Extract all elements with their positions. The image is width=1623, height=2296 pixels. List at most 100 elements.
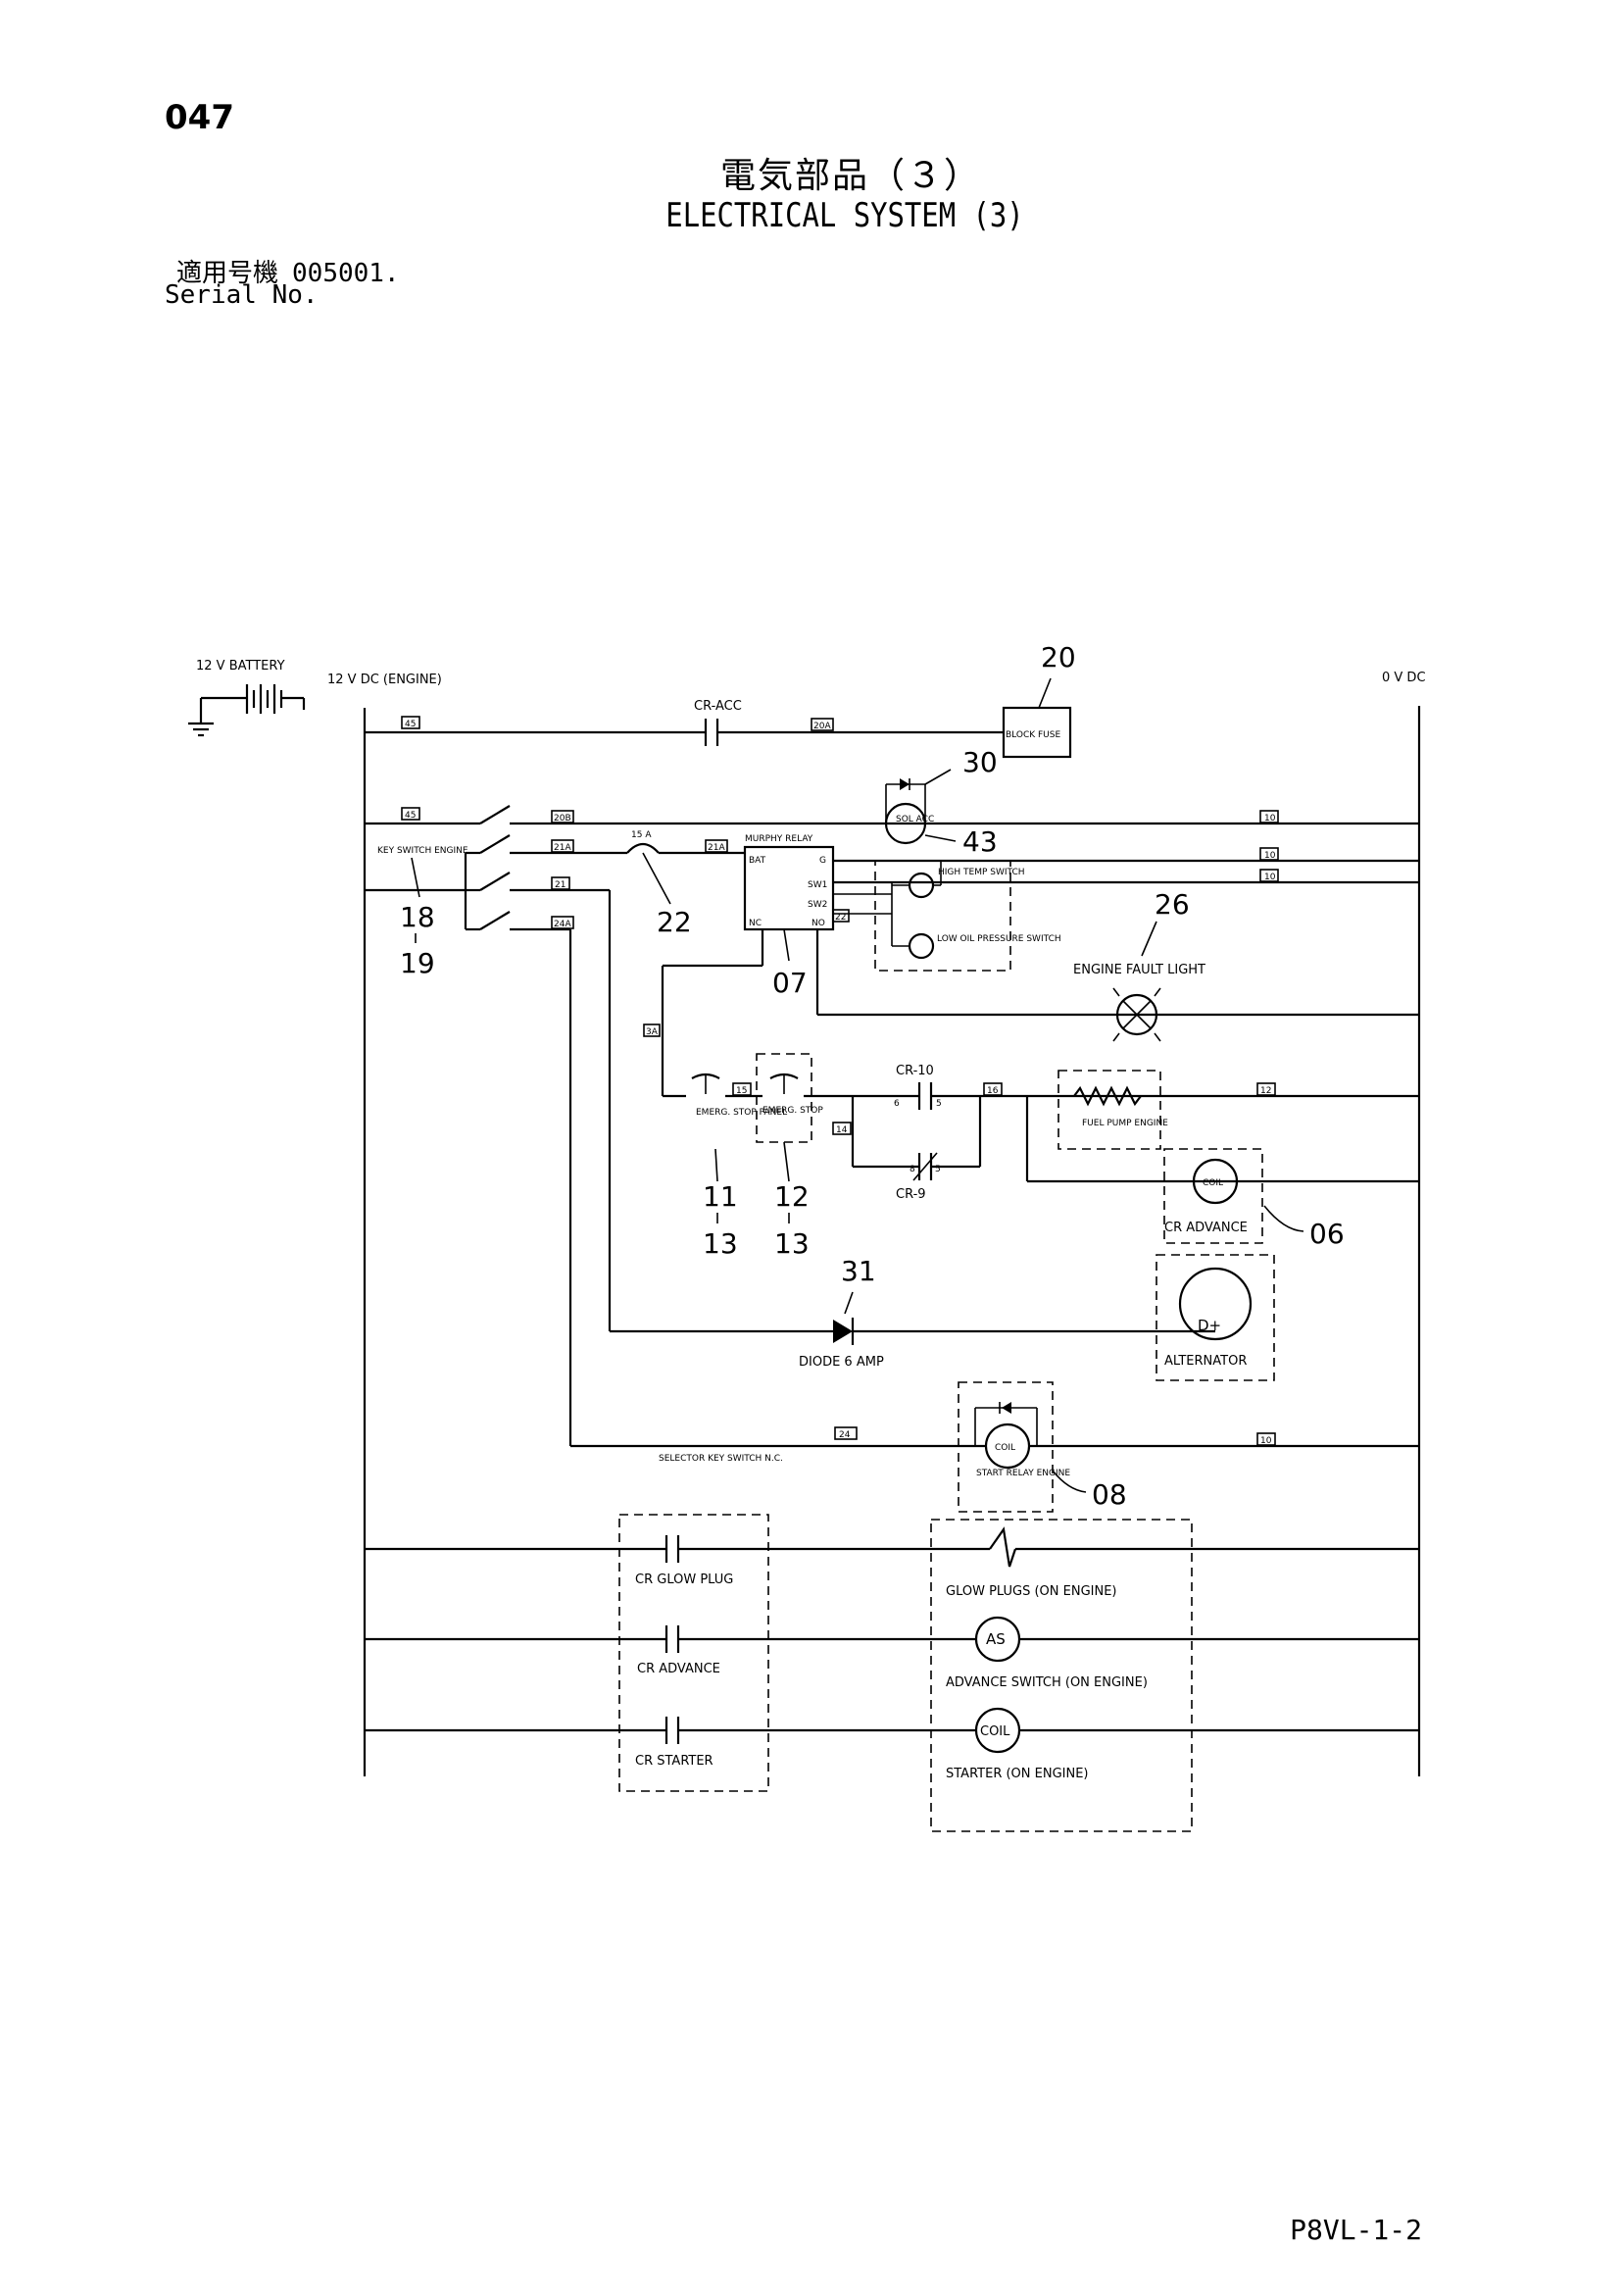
alternator-label: ALTERNATOR: [1164, 1354, 1247, 1369]
wire-tag: 45: [405, 720, 416, 729]
callout-43: 43: [962, 825, 998, 858]
wire-tag: 10: [1264, 814, 1276, 824]
serial-label-english: Serial No.: [165, 280, 319, 310]
starter-label: STARTER (ON ENGINE): [946, 1767, 1089, 1781]
emerg-stop-label: EMERG. STOP: [762, 1106, 823, 1116]
callout-19: 19: [400, 947, 435, 979]
callout-leader-08: [1052, 1470, 1087, 1493]
wire-tag: 20B: [554, 814, 571, 824]
drawing-code: P8VL-1-2: [1290, 2214, 1422, 2246]
serial-label-japanese: 適用号機 005001.: [176, 253, 400, 289]
fuse-15a-label: 15 A: [631, 830, 652, 840]
callout-06: 06: [1309, 1218, 1345, 1250]
glow-plug-icon: [989, 1526, 1017, 1568]
fuel-pump-label: FUEL PUMP ENGINE: [1082, 1119, 1168, 1128]
cr-acc-label: CR-ACC: [694, 699, 742, 714]
fuel-pump-resistor-icon: [1073, 1085, 1142, 1107]
wire-tag: 21A: [708, 843, 725, 853]
cr9-pin-8: 8: [910, 1165, 915, 1174]
supply-label: 12 V DC (ENGINE): [327, 673, 442, 687]
block-fuse: [1002, 706, 1072, 759]
high-temp-label: HIGH TEMP SWITCH: [938, 868, 1025, 877]
callout-31: 31: [841, 1255, 876, 1287]
wire-tag: 22: [835, 913, 846, 923]
battery-symbol: [201, 684, 306, 714]
high-temp-switch: [908, 872, 935, 899]
diode-6amp-icon: [833, 1320, 853, 1343]
callout-07: 07: [772, 967, 808, 999]
wire-tag: 21A: [554, 843, 571, 853]
relay-pin-bat: BAT: [749, 856, 766, 866]
start-relay-coil-label: COIL: [995, 1443, 1015, 1453]
coil-label: COIL: [1203, 1178, 1223, 1188]
cr10-pin-5: 5: [936, 1099, 942, 1109]
serial-number: 005001.: [292, 259, 400, 288]
cr-relays-box: [618, 1514, 769, 1792]
cr-advance-coil-label: CR ADVANCE: [1164, 1221, 1248, 1235]
alternator-box: [1156, 1254, 1275, 1381]
selector-key-switch-label: SELECTOR KEY SWITCH N.C.: [659, 1454, 783, 1464]
wire-tag: 15: [736, 1086, 747, 1096]
callout-08: 08: [1092, 1478, 1127, 1511]
callout-leader-06: [1263, 1205, 1304, 1232]
wire-tag: 24A: [554, 920, 571, 929]
relay-pin-sw1: SW1: [808, 880, 827, 890]
callout-30: 30: [962, 746, 998, 778]
d-plus-label: D+: [1198, 1317, 1221, 1334]
wire-tag: 14: [836, 1125, 848, 1135]
emerg-stop-panel-label: EMERG. STOP PANEL: [696, 1108, 787, 1118]
fuse-15a: [626, 842, 660, 854]
serial-label-jp-text: 適用号機: [176, 259, 279, 288]
wire-tag: 10: [1264, 851, 1276, 861]
callout-13-a: 13: [703, 1227, 738, 1260]
fuel-pump-box: [1057, 1070, 1161, 1150]
cr10-pin-6: 6: [894, 1099, 900, 1109]
callout-22: 22: [657, 906, 692, 938]
start-relay-label: START RELAY ENGINE: [976, 1469, 1070, 1478]
start-relay-diode-icon: [1002, 1402, 1011, 1414]
advance-switch-symbol: AS: [986, 1630, 1006, 1648]
wire-tag: 20A: [813, 722, 831, 731]
ground-symbol: [188, 698, 214, 737]
cr9-label: CR-9: [896, 1187, 926, 1202]
wire-tag: 12: [1260, 1086, 1271, 1096]
engine-devices-box: [930, 1519, 1193, 1832]
wire-tag: 16: [987, 1086, 999, 1096]
cr-advance-label: CR ADVANCE: [637, 1662, 720, 1676]
key-switch-label: KEY SWITCH ENGINE: [377, 846, 468, 856]
callout-26: 26: [1155, 888, 1190, 921]
emerg-stop-box: [756, 1053, 812, 1143]
battery-label: 12 V BATTERY: [196, 659, 285, 674]
starter-coil-symbol: COIL: [980, 1724, 1010, 1739]
relay-pin-g: G: [819, 856, 826, 866]
cr-glow-plug-label: CR GLOW PLUG: [635, 1572, 733, 1587]
cr-advance-coil: [1192, 1158, 1239, 1205]
cr9-pin-5: 5: [935, 1165, 941, 1174]
wire-tag: 10: [1264, 873, 1276, 882]
sol-diode-icon: [900, 778, 910, 790]
cr-advance-coil-box: [1163, 1148, 1263, 1244]
sol-acc-label: SOL ACC: [896, 815, 934, 824]
page-title-japanese: 電気部品（３）: [719, 156, 981, 196]
page-title-english: ELECTRICAL SYSTEM (3): [665, 196, 1024, 235]
relay-pin-nc: NC: [749, 919, 762, 928]
murphy-relay: [743, 845, 835, 931]
callout-11: 11: [703, 1180, 738, 1213]
diode-label: DIODE 6 AMP: [799, 1355, 884, 1370]
callout-18: 18: [400, 901, 435, 933]
advance-switch-label: ADVANCE SWITCH (ON ENGINE): [946, 1675, 1148, 1690]
relay-pin-no: NO: [812, 919, 825, 928]
cr10-label: CR-10: [896, 1064, 934, 1078]
page-number: 047: [165, 98, 234, 137]
wire-tag: 24: [839, 1430, 851, 1440]
low-oil-label: LOW OIL PRESSURE SWITCH: [937, 934, 1061, 944]
glow-plugs-label: GLOW PLUGS (ON ENGINE): [946, 1584, 1117, 1599]
wire-tag: 21: [555, 880, 566, 890]
callout-20: 20: [1041, 641, 1076, 674]
callout-13-b: 13: [774, 1227, 810, 1260]
engine-fault-light-label: ENGINE FAULT LIGHT: [1073, 963, 1205, 977]
murphy-relay-label: MURPHY RELAY: [745, 834, 813, 844]
low-oil-pressure-switch: [908, 932, 935, 960]
relay-pin-sw2: SW2: [808, 900, 827, 910]
